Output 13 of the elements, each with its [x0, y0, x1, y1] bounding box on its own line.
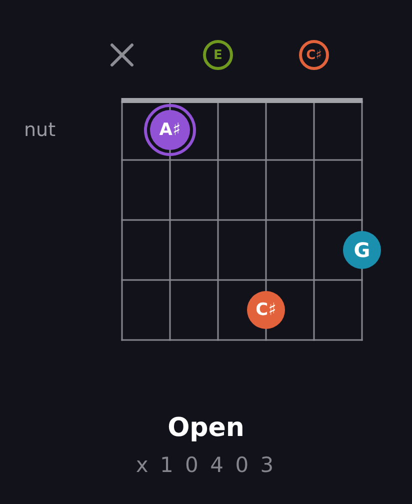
note-name: A♯	[159, 122, 181, 138]
fretted-note-marker	[343, 231, 381, 269]
note-name: E	[214, 48, 222, 62]
root-note-marker	[144, 104, 196, 156]
chord-title: Open	[168, 412, 244, 445]
fingering-caption: x 1 0 4 0 3	[136, 452, 276, 479]
nut-label: nut	[24, 118, 56, 142]
note-name: C♯	[306, 48, 322, 62]
open-string-marker	[203, 40, 233, 70]
note-name: C♯	[256, 302, 276, 318]
open-string-marker	[299, 40, 329, 70]
note-name: G	[354, 240, 370, 260]
fretted-note-marker	[247, 291, 285, 329]
